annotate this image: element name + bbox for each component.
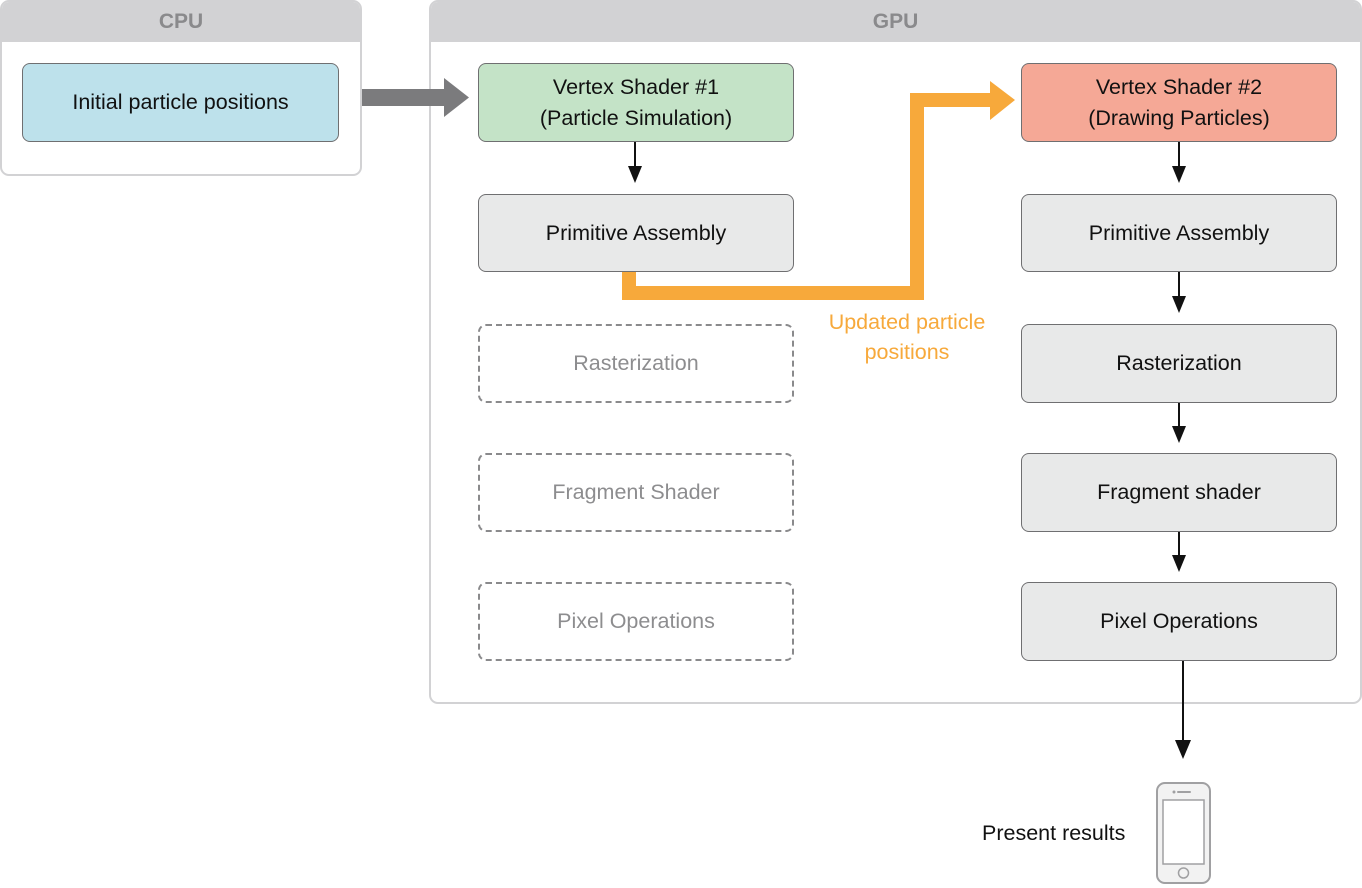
cpu-to-gpu-arrow bbox=[362, 78, 469, 117]
vertex-shader-2-subtitle: (Drawing Particles) bbox=[1088, 105, 1270, 130]
rasterization-2-label: Rasterization bbox=[1116, 351, 1242, 375]
primitive-assembly-2-label: Primitive Assembly bbox=[1088, 220, 1270, 245]
vertex-shader-1-title: Vertex Shader #1 bbox=[552, 74, 720, 99]
right-column-arrows bbox=[1172, 142, 1191, 759]
initial-positions-box: Initial particle positions bbox=[22, 63, 339, 142]
initial-positions-label: Initial particle positions bbox=[72, 90, 289, 114]
pixel-operations-2-label: Pixel Operations bbox=[1100, 609, 1258, 633]
pixel-operations-1-box: Pixel Operations bbox=[478, 582, 794, 661]
present-results-label: Present results bbox=[982, 821, 1126, 845]
gpu-panel-title: GPU bbox=[431, 2, 1360, 42]
rasterization-2-box: Rasterization bbox=[1021, 324, 1337, 403]
vertex-shader-2-title: Vertex Shader #2 bbox=[1095, 74, 1263, 99]
fragment-shader-1-box: Fragment Shader bbox=[478, 453, 794, 532]
updated-positions-label-line2: positions bbox=[864, 340, 950, 364]
pixel-operations-1-label: Pixel Operations bbox=[557, 609, 715, 633]
rasterization-1-label: Rasterization bbox=[573, 351, 699, 375]
vertex-shader-1-box: Vertex Shader #1 (Particle Simulation) bbox=[478, 63, 794, 142]
fragment-shader-2-label: Fragment shader bbox=[1097, 480, 1261, 504]
left-column-arrow bbox=[628, 142, 642, 183]
fragment-shader-2-box: Fragment shader bbox=[1021, 453, 1337, 532]
fragment-shader-1-label: Fragment Shader bbox=[552, 480, 720, 504]
phone-icon bbox=[1156, 782, 1211, 884]
updated-positions-label: Updated particle positions bbox=[797, 307, 1017, 367]
updated-positions-label-line1: Updated particle bbox=[828, 310, 986, 334]
vertex-shader-1-subtitle: (Particle Simulation) bbox=[539, 105, 733, 130]
primitive-assembly-1-box: Primitive Assembly bbox=[478, 194, 794, 272]
primitive-assembly-2-box: Primitive Assembly bbox=[1021, 194, 1337, 272]
primitive-assembly-1-label: Primitive Assembly bbox=[545, 220, 727, 245]
cpu-panel-title: CPU bbox=[2, 2, 360, 42]
updated-positions-arrow bbox=[622, 81, 1015, 300]
rasterization-1-box: Rasterization bbox=[478, 324, 794, 403]
vertex-shader-2-box: Vertex Shader #2 (Drawing Particles) bbox=[1021, 63, 1337, 142]
pixel-operations-2-box: Pixel Operations bbox=[1021, 582, 1337, 661]
